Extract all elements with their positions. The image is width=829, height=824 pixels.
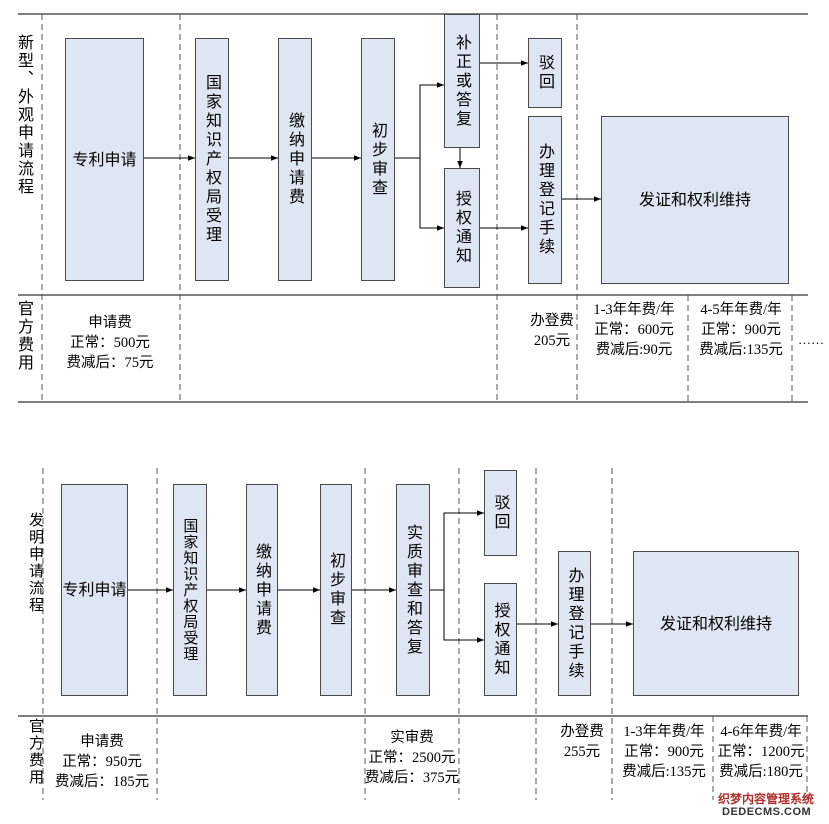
bottom-step-pay-label: 缴纳申请费: [253, 542, 272, 638]
top-fee-annual-2: 4-5年年费/年 正常：900元 费减后:135元: [690, 300, 792, 360]
top-fee-app-reduced: 费减后：75元: [66, 355, 154, 371]
bottom-fee-app-reduced: 费减后：185元: [54, 774, 150, 790]
bottom-section-label: 发明申请流程: [27, 512, 45, 614]
bottom-fee-app-title: 申请费: [80, 734, 124, 750]
top-step-register-label: 办理登记手续: [536, 143, 555, 257]
bottom-step-accept-label: 国家知识产权局受理: [181, 518, 200, 662]
top-dashed-dividers: [41, 14, 793, 402]
bottom-step-substantive: 实质审查和答复: [396, 484, 430, 696]
bottom-dashed-dividers: [42, 468, 808, 800]
top-step-prelim-label: 初步审查: [369, 121, 388, 198]
bottom-fee-y2-title: 4-6年年费/年: [720, 724, 802, 740]
bottom-fee-label: 官方费用: [27, 718, 45, 786]
bottom-fee-y2-normal: 正常：1200元: [717, 744, 805, 760]
bottom-fee-app-normal: 正常：950元: [62, 754, 142, 770]
bottom-step-apply: 专利申请: [61, 484, 128, 696]
top-step-register: 办理登记手续: [528, 116, 562, 284]
top-arrows: [144, 60, 601, 231]
bottom-step-register-label: 办理登记手续: [565, 566, 585, 681]
top-fee-annual-1: 1-3年年费/年 正常：600元 费减后:90元: [582, 300, 686, 360]
bottom-step-accept: 国家知识产权局受理: [173, 484, 207, 696]
top-step-pay-label: 缴纳申请费: [286, 112, 305, 207]
top-step-reject-label: 驳回: [536, 54, 555, 92]
top-step-accept: 国家知识产权局受理: [195, 38, 229, 281]
bottom-fee-reg-title: 办登费: [560, 724, 604, 740]
top-fee-y2-normal: 正常：900元: [701, 322, 781, 338]
bottom-fee-y1-reduced: 费减后:135元: [622, 764, 706, 780]
top-section-label: 新型、外观申请流程: [15, 34, 34, 196]
top-fee-reg-amount: 205元: [533, 333, 571, 349]
bottom-step-pay: 缴纳申请费: [246, 484, 278, 696]
top-step-accept-label: 国家知识产权局受理: [203, 74, 222, 245]
bottom-step-substantive-label: 实质审查和答复: [404, 523, 423, 657]
bottom-arrows: [128, 510, 633, 643]
bottom-fee-y1-title: 1-3年年费/年: [623, 724, 705, 740]
bottom-fee-application: 申请费 正常：950元 费减后：185元: [48, 732, 156, 792]
top-step-grant-label: 授权通知: [453, 190, 472, 266]
bottom-fee-sub-reduced: 费减后：375元: [364, 770, 460, 786]
top-fee-y1-normal: 正常：600元: [594, 322, 674, 338]
top-fee-app-title: 申请费: [88, 315, 132, 331]
bottom-fee-register: 办登费 255元: [552, 722, 612, 762]
top-fee-reg-title: 办登费: [530, 313, 574, 329]
bottom-step-reject-label: 驳回: [491, 494, 511, 532]
bottom-step-grant: 授权通知: [484, 583, 517, 696]
bottom-step-apply-label: 专利申请: [62, 580, 127, 599]
bottom-step-maintain-label: 发证和权利维持: [659, 613, 772, 633]
top-fee-more: ……: [798, 332, 824, 347]
bottom-step-maintain: 发证和权利维持: [633, 551, 799, 696]
bottom-step-prelim-label: 初步审查: [327, 552, 346, 628]
top-fee-y2-reduced: 费减后:135元: [699, 342, 783, 358]
bottom-step-register: 办理登记手续: [558, 551, 591, 696]
top-step-correct-label: 补正或答复: [453, 33, 472, 129]
top-fee-y1-reduced: 费减后:90元: [595, 342, 673, 358]
top-step-apply: 专利申请: [65, 38, 144, 281]
top-step-grant: 授权通知: [444, 168, 480, 288]
bottom-step-prelim: 初步审查: [320, 484, 352, 696]
top-step-prelim: 初步审查: [361, 38, 395, 281]
bottom-step-grant-label: 授权通知: [491, 601, 511, 678]
top-fee-y1-title: 1-3年年费/年: [593, 302, 675, 318]
bottom-fee-annual-1: 1-3年年费/年 正常：900元 费减后:135元: [614, 722, 714, 782]
top-fee-label: 官方费用: [15, 300, 34, 372]
bottom-fee-substantive: 实审费 正常：2500元 费减后：375元: [360, 728, 464, 788]
bottom-fee-sub-normal: 正常：2500元: [368, 750, 456, 766]
top-step-maintain-label: 发证和权利维持: [638, 190, 751, 209]
top-fee-application: 申请费 正常：500元 费减后：75元: [55, 313, 165, 373]
top-fee-y2-title: 4-5年年费/年: [700, 302, 782, 318]
watermark-line2: DEDECMS.COM: [722, 806, 812, 818]
top-step-apply-label: 专利申请: [72, 149, 137, 169]
bottom-fee-y1-normal: 正常：900元: [624, 744, 704, 760]
top-fee-app-normal: 正常：500元: [70, 335, 150, 351]
top-fee-register: 办登费 205元: [522, 311, 582, 351]
top-step-correct: 补正或答复: [444, 14, 480, 148]
top-step-maintain: 发证和权利维持: [601, 116, 789, 284]
top-step-pay: 缴纳申请费: [278, 38, 312, 281]
top-step-reject: 驳回: [528, 38, 562, 108]
bottom-fee-y2-reduced: 费减后:180元: [719, 764, 803, 780]
bottom-step-reject: 驳回: [484, 470, 517, 556]
bottom-fee-reg-amount: 255元: [563, 744, 601, 760]
watermark-line1: 织梦内容管理系统: [718, 792, 815, 806]
bottom-fee-annual-2: 4-6年年费/年 正常：1200元 费减后:180元: [712, 722, 810, 782]
bottom-fee-sub-title: 实审费: [390, 730, 434, 746]
